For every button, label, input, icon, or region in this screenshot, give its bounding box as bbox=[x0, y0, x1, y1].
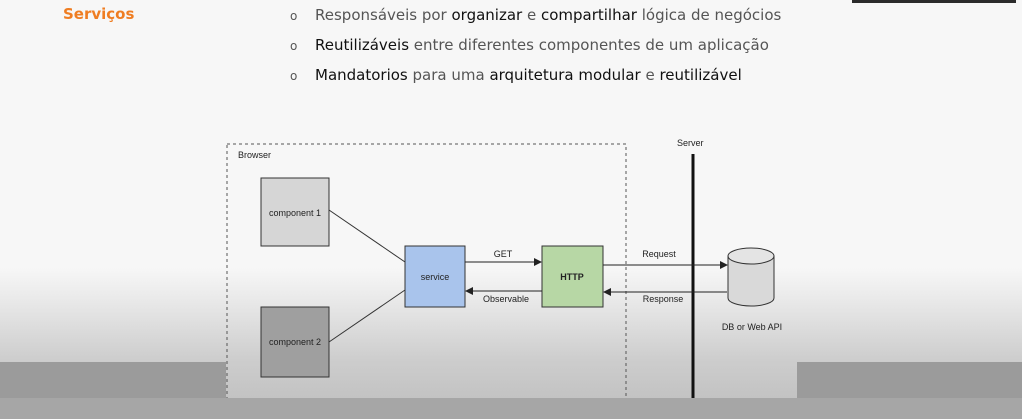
bullet-item: o Reutilizáveis entre diferentes componen… bbox=[290, 34, 781, 64]
http-label: HTTP bbox=[560, 272, 584, 282]
bullet-list: o Responsáveis por organizar e compartilh… bbox=[290, 4, 781, 94]
connector-component-2 bbox=[328, 289, 406, 343]
bottom-band-right bbox=[797, 362, 1022, 398]
bullet-text: entre diferentes componentes de um aplic… bbox=[409, 36, 769, 54]
bullet-text: lógica de negócios bbox=[636, 6, 782, 24]
request-label: Request bbox=[642, 249, 676, 259]
bullet-bold-text: compartilhar bbox=[540, 6, 637, 24]
bottom-band-left bbox=[0, 362, 226, 398]
get-label: GET bbox=[494, 249, 513, 259]
bullet-bold-text: organizar bbox=[451, 6, 523, 24]
service-label: service bbox=[421, 272, 450, 282]
bullet-marker: o bbox=[290, 39, 298, 53]
server-label: Server bbox=[677, 138, 704, 148]
bullet-text: e bbox=[522, 6, 541, 24]
observable-label: Observable bbox=[483, 294, 529, 304]
bottom-band bbox=[0, 398, 1022, 419]
database-icon bbox=[727, 247, 775, 307]
top-bar-decoration bbox=[852, 0, 1016, 3]
bullet-bold-text: arquitetura modular bbox=[489, 66, 641, 84]
bullet-bold-text: Mandatorios bbox=[315, 66, 408, 84]
database-label: DB or Web API bbox=[722, 322, 782, 332]
bullet-text: Responsáveis por bbox=[315, 6, 452, 24]
component-2-label: component 2 bbox=[269, 337, 321, 347]
browser-container bbox=[226, 143, 627, 414]
connector-component-1 bbox=[328, 209, 406, 263]
bullet-marker: o bbox=[290, 69, 298, 83]
component-1-label: component 1 bbox=[269, 208, 321, 218]
component-2-box bbox=[260, 306, 330, 378]
bullet-bold-text: Reutilizáveis bbox=[315, 36, 410, 54]
bullet-text: para uma bbox=[407, 66, 490, 84]
bullet-marker: o bbox=[290, 9, 298, 23]
bullet-item: o Mandatorios para uma arquitetura modula… bbox=[290, 64, 781, 94]
component-1-box bbox=[260, 177, 330, 247]
bullet-text: e bbox=[640, 66, 660, 84]
bullet-item: o Responsáveis por organizar e compartilh… bbox=[290, 4, 781, 34]
bullet-bold-text: reutilizável bbox=[659, 66, 742, 84]
section-title: Serviços bbox=[63, 5, 135, 23]
service-box bbox=[404, 245, 466, 308]
http-box bbox=[541, 245, 604, 308]
browser-label: Browser bbox=[238, 150, 271, 160]
response-label: Response bbox=[643, 294, 684, 304]
